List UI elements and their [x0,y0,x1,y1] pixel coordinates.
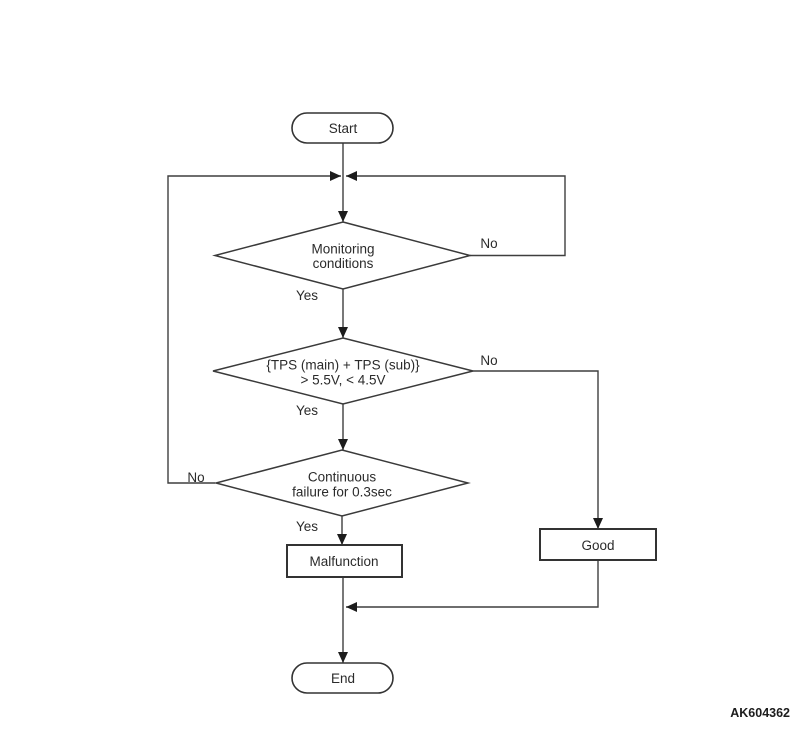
node-tps-shape [212,337,474,405]
edge-label-tps-no: No [480,353,497,368]
node-tps-label-line1: {TPS (main) + TPS (sub)} [266,358,420,373]
edge-label-monitoring-no: No [480,236,497,251]
edge-label-continuous-no: No [187,470,204,485]
node-continuous-shape [213,449,471,517]
node-end-shape [291,662,394,694]
edge-label-continuous-yes: Yes [296,519,318,534]
node-good-label: Good [581,538,614,553]
edge-label-monitoring-yes: Yes [296,288,318,303]
node-continuous-label-line2: failure for 0.3sec [292,485,392,500]
node-monitoring-label-line1: Monitoring [311,242,374,257]
node-malfunction-shape [286,544,403,578]
edge-good-merge [346,560,599,612]
node-monitoring-label-line2: conditions [313,256,374,271]
node-start-shape [291,112,394,144]
figure-code: AK604362 [730,706,790,720]
node-tps-label-line2: > 5.5V, < 4.5V [300,373,385,388]
edge-tps-no [473,370,603,529]
edge-continuous-no-loop [167,171,341,484]
node-good-shape [539,528,657,561]
edge-label-tps-yes: Yes [296,403,318,418]
node-continuous-label-line1: Continuous [308,470,377,485]
node-start-label: Start [329,121,358,136]
node-malfunction-label: Malfunction [309,554,378,569]
edge-monitoring-no-loop [346,171,566,257]
node-end-label: End [331,671,355,686]
node-monitoring-shape [212,221,473,290]
